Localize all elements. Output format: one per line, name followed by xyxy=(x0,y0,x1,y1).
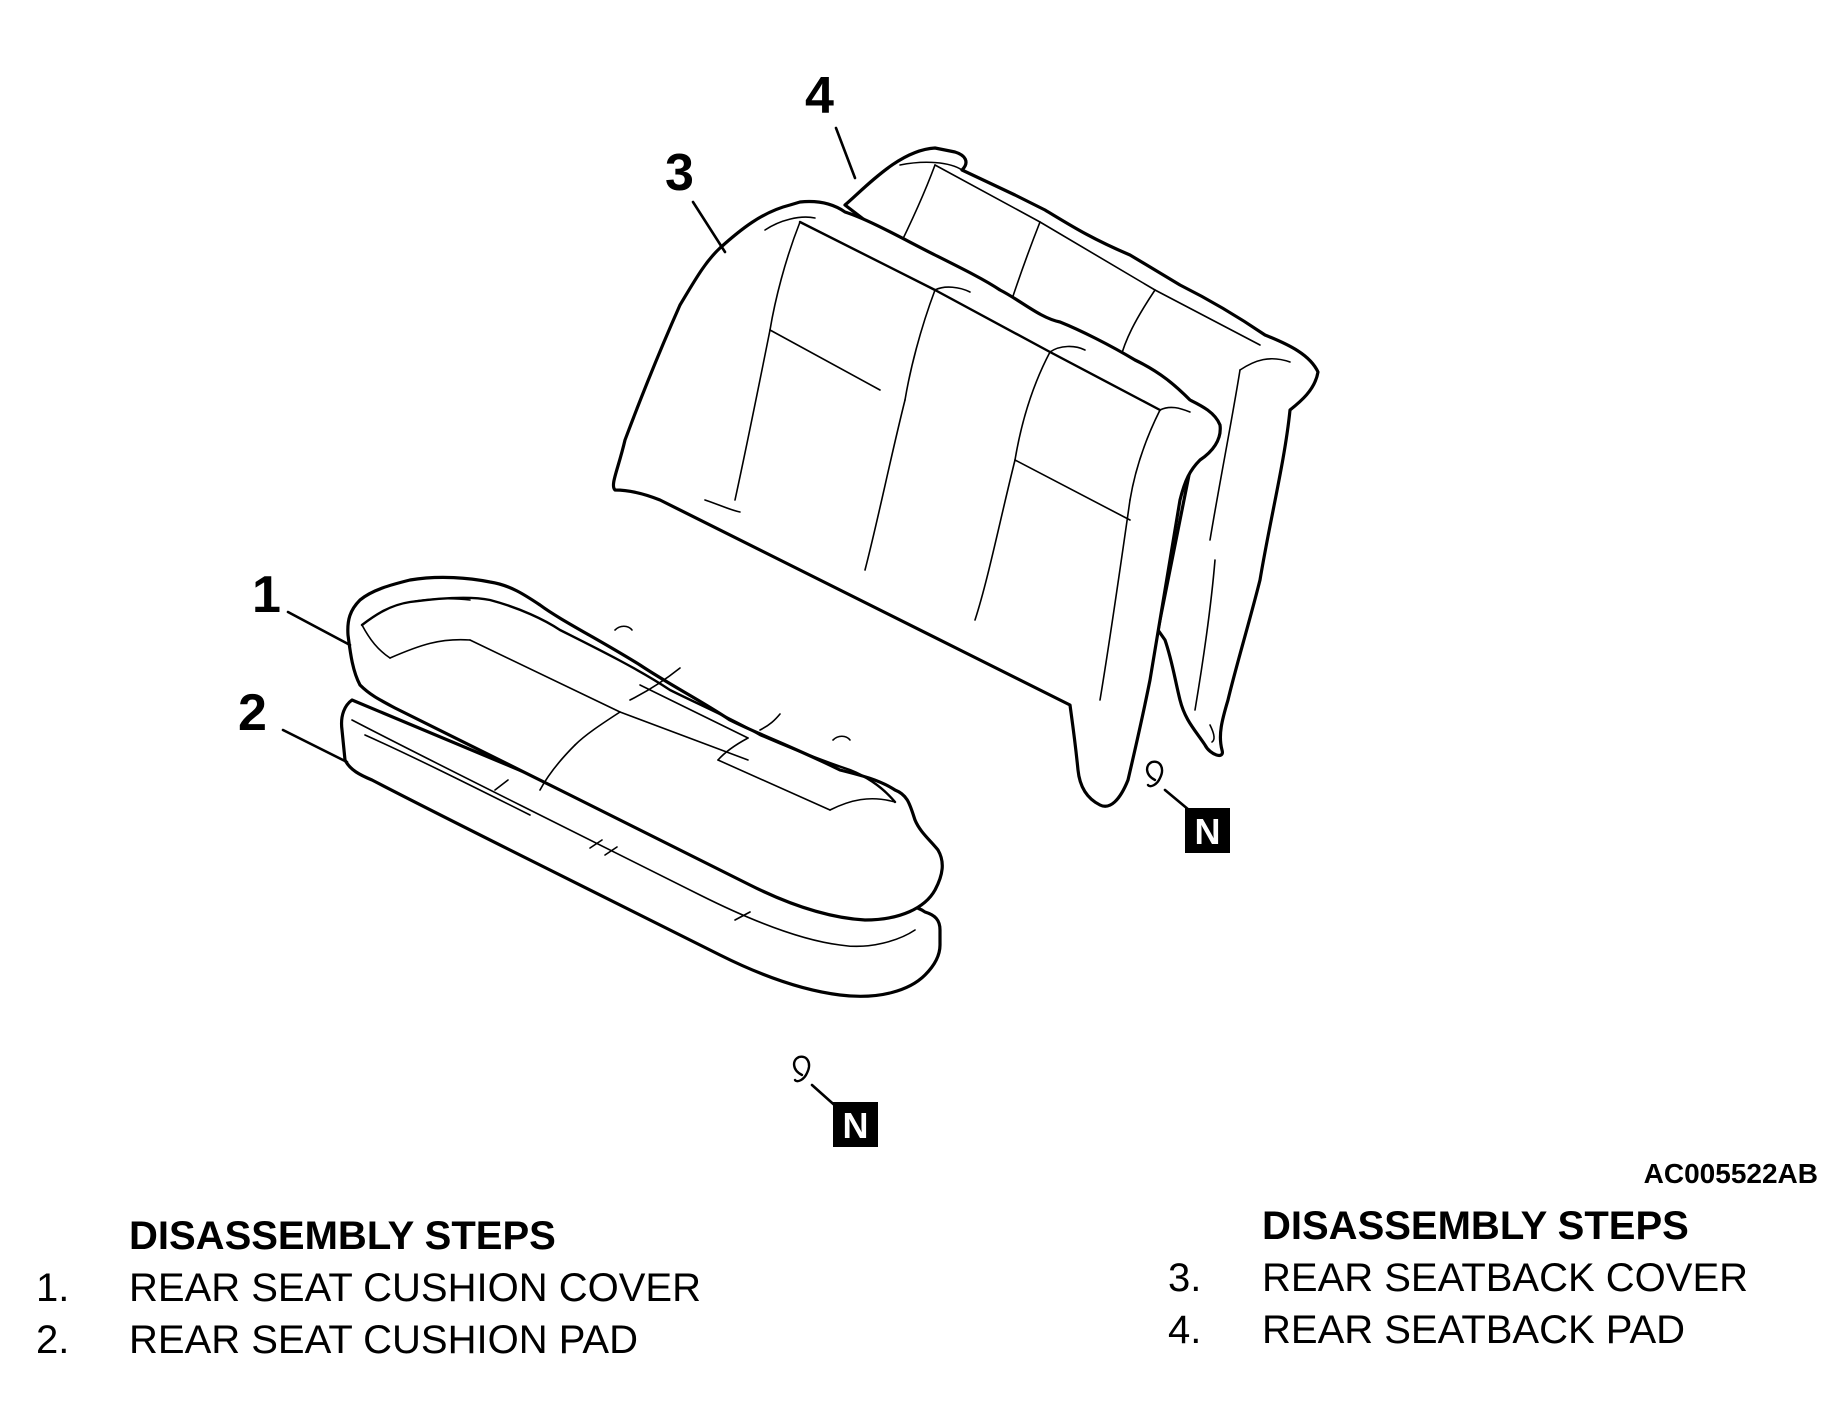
seat-cushion-pad xyxy=(339,698,942,998)
svg-text:1: 1 xyxy=(252,566,281,624)
callout-4: 4 xyxy=(805,67,857,180)
callout-3: 3 xyxy=(665,144,727,254)
figure-code: AC005522AB xyxy=(1644,1158,1818,1189)
svg-text:N: N xyxy=(843,1105,869,1146)
svg-text:3: 3 xyxy=(665,144,694,202)
seatback-pad xyxy=(843,146,1320,758)
disassembly-steps-left: DISASSEMBLY STEPS 1. REAR SEAT CUSHION C… xyxy=(36,1210,701,1366)
clip-icon-right: N xyxy=(1145,760,1230,853)
disassembly-steps-right: DISASSEMBLY STEPS 3. REAR SEATBACK COVER… xyxy=(1168,1200,1748,1356)
step-item: 2. REAR SEAT CUSHION PAD xyxy=(36,1314,701,1366)
seatback-cover xyxy=(611,199,1222,808)
step-item: 4. REAR SEATBACK PAD xyxy=(1168,1304,1748,1356)
step-item: 1. REAR SEAT CUSHION COVER xyxy=(36,1262,701,1314)
clip-icon-bottom: N xyxy=(792,1055,878,1147)
step-label: REAR SEAT CUSHION COVER xyxy=(129,1266,701,1310)
steps-header: DISASSEMBLY STEPS xyxy=(1262,1204,1689,1248)
svg-text:2: 2 xyxy=(238,684,267,742)
seat-cushion-cover xyxy=(346,575,944,922)
steps-header: DISASSEMBLY STEPS xyxy=(129,1214,556,1258)
callout-1: 1 xyxy=(252,566,352,647)
step-number: 4. xyxy=(1168,1308,1202,1352)
step-label: REAR SEAT CUSHION PAD xyxy=(129,1318,638,1362)
step-item: 3. REAR SEATBACK COVER xyxy=(1168,1252,1748,1304)
step-label: REAR SEATBACK PAD xyxy=(1262,1308,1686,1352)
svg-text:N: N xyxy=(1195,811,1221,852)
step-number: 2. xyxy=(36,1318,70,1362)
step-number: 1. xyxy=(36,1266,70,1310)
svg-text:4: 4 xyxy=(805,67,834,125)
callout-2: 2 xyxy=(238,684,349,764)
step-label: REAR SEATBACK COVER xyxy=(1262,1256,1749,1300)
step-number: 3. xyxy=(1168,1256,1202,1300)
